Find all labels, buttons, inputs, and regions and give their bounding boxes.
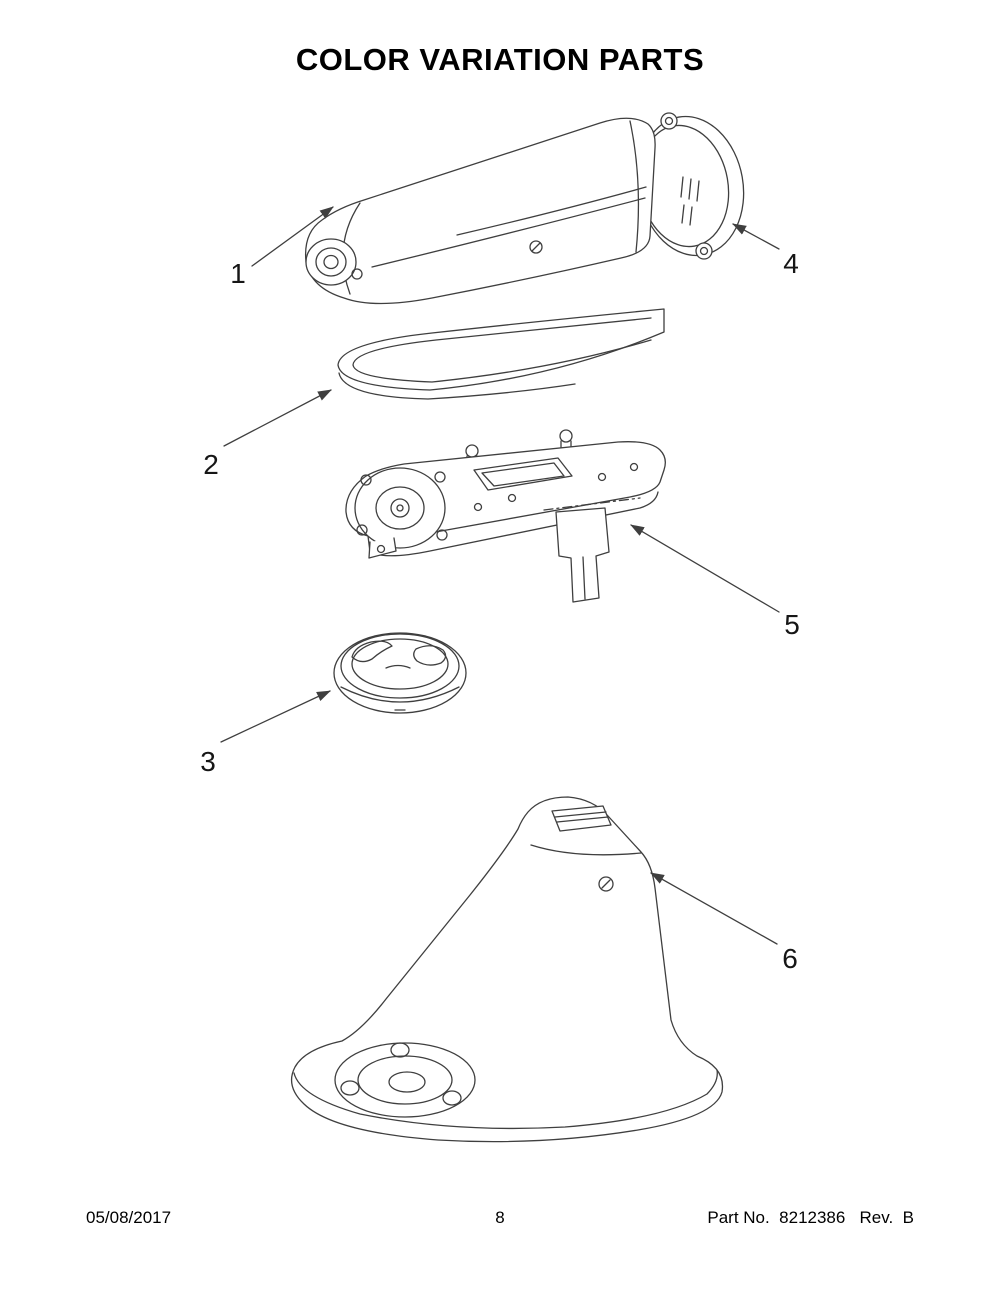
leader-line-6 [650, 872, 778, 945]
callout-1: 1 [230, 258, 246, 289]
leader-line-3 [220, 690, 331, 743]
part-2-trim-band [337, 308, 665, 400]
diagram-linework [220, 112, 780, 1143]
page-title: COLOR VARIATION PARTS [295, 42, 705, 77]
part-1-head-cover [304, 117, 656, 305]
callout-6: 6 [782, 943, 798, 974]
part-6-base [290, 796, 724, 1143]
footer-part-info: Part No. 8212386 Rev. B [707, 1208, 914, 1227]
footer-date: 05/08/2017 [86, 1208, 172, 1227]
footer-page-number: 8 [495, 1208, 505, 1227]
callout-2: 2 [203, 449, 219, 480]
page-footer: 05/08/2017 8 Part No. 8212386 Rev. B [0, 1208, 1000, 1228]
leader-line-2 [223, 389, 332, 447]
leader-line-1 [251, 206, 334, 267]
part-4-rear-cover [637, 112, 745, 260]
part-5-gearcase [345, 429, 666, 603]
callout-leaders [220, 206, 780, 945]
leader-line-4 [732, 223, 780, 250]
callout-3: 3 [200, 746, 216, 777]
callout-numbers: 1 2 3 4 5 6 [200, 248, 800, 974]
callout-5: 5 [784, 609, 800, 640]
callout-4: 4 [783, 248, 799, 279]
part-3-hub-cover [333, 632, 467, 714]
leader-line-5 [630, 524, 780, 613]
